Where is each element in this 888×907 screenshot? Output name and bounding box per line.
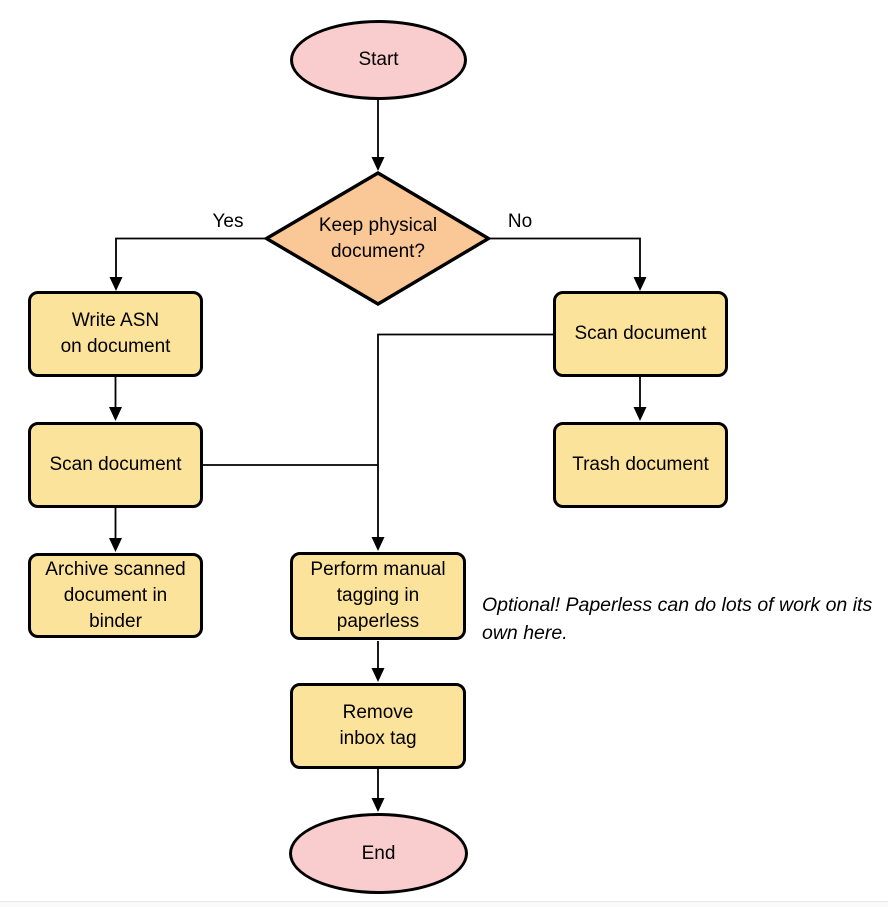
node-archive-scanned-label: Archive scanned document in binder [45,558,186,632]
node-trash-document-label: Trash document [572,454,709,475]
edge-label-no: No [507,211,533,232]
node-write-asn: Write ASN on document [28,291,203,377]
node-manual-tagging-label: Perform manual tagging in paperless [310,559,446,632]
node-scan-document-left: Scan document [28,422,203,508]
arrowhead-scan-left-to-archive [109,538,122,552]
node-start: Start [290,20,467,100]
node-trash-document: Trash document [553,422,728,508]
arrowhead-write-asn-to-scan-left [109,407,122,421]
node-scan-document-right: Scan document [553,291,728,377]
edge-scan-right-to-tagging [377,333,553,548]
node-scan-document-right-label: Scan document [574,323,707,344]
edge-decision-yes-to-write-asn [115,237,266,288]
node-start-label: Start [358,49,399,70]
page-bottom-strip [0,902,888,907]
node-decision: Keep physical document? [283,206,473,271]
node-archive-scanned: Archive scanned document in binder [28,553,203,638]
edge-label-yes: Yes [212,211,244,232]
node-remove-inbox-tag-label: Remove inbox tag [339,702,417,749]
arrowhead-start-to-decision [371,157,385,171]
edge-decision-no-to-scan-right [489,237,641,288]
arrowhead-remove-inbox-to-end [371,798,385,812]
arrowhead-tagging-to-remove-inbox [371,668,385,682]
arrowhead-yes-to-write-asn [109,277,123,291]
node-end-label: End [361,842,396,864]
arrowhead-no-to-scan-right [633,277,647,291]
node-decision-label: Keep physical document? [318,214,438,262]
optional-note: Optional! Paperless can do lots of work … [482,594,873,644]
page-bottom-divider [0,901,888,902]
arrowhead-to-tagging [371,537,385,551]
node-end: End [289,813,468,894]
node-write-asn-label: Write ASN on document [60,310,171,357]
node-remove-inbox-tag: Remove inbox tag [290,683,466,769]
node-manual-tagging: Perform manual tagging in paperless [290,552,466,640]
decision-diamond-shape [263,171,492,306]
node-scan-document-left-label: Scan document [49,454,182,475]
arrowhead-scan-right-to-trash [633,407,647,421]
